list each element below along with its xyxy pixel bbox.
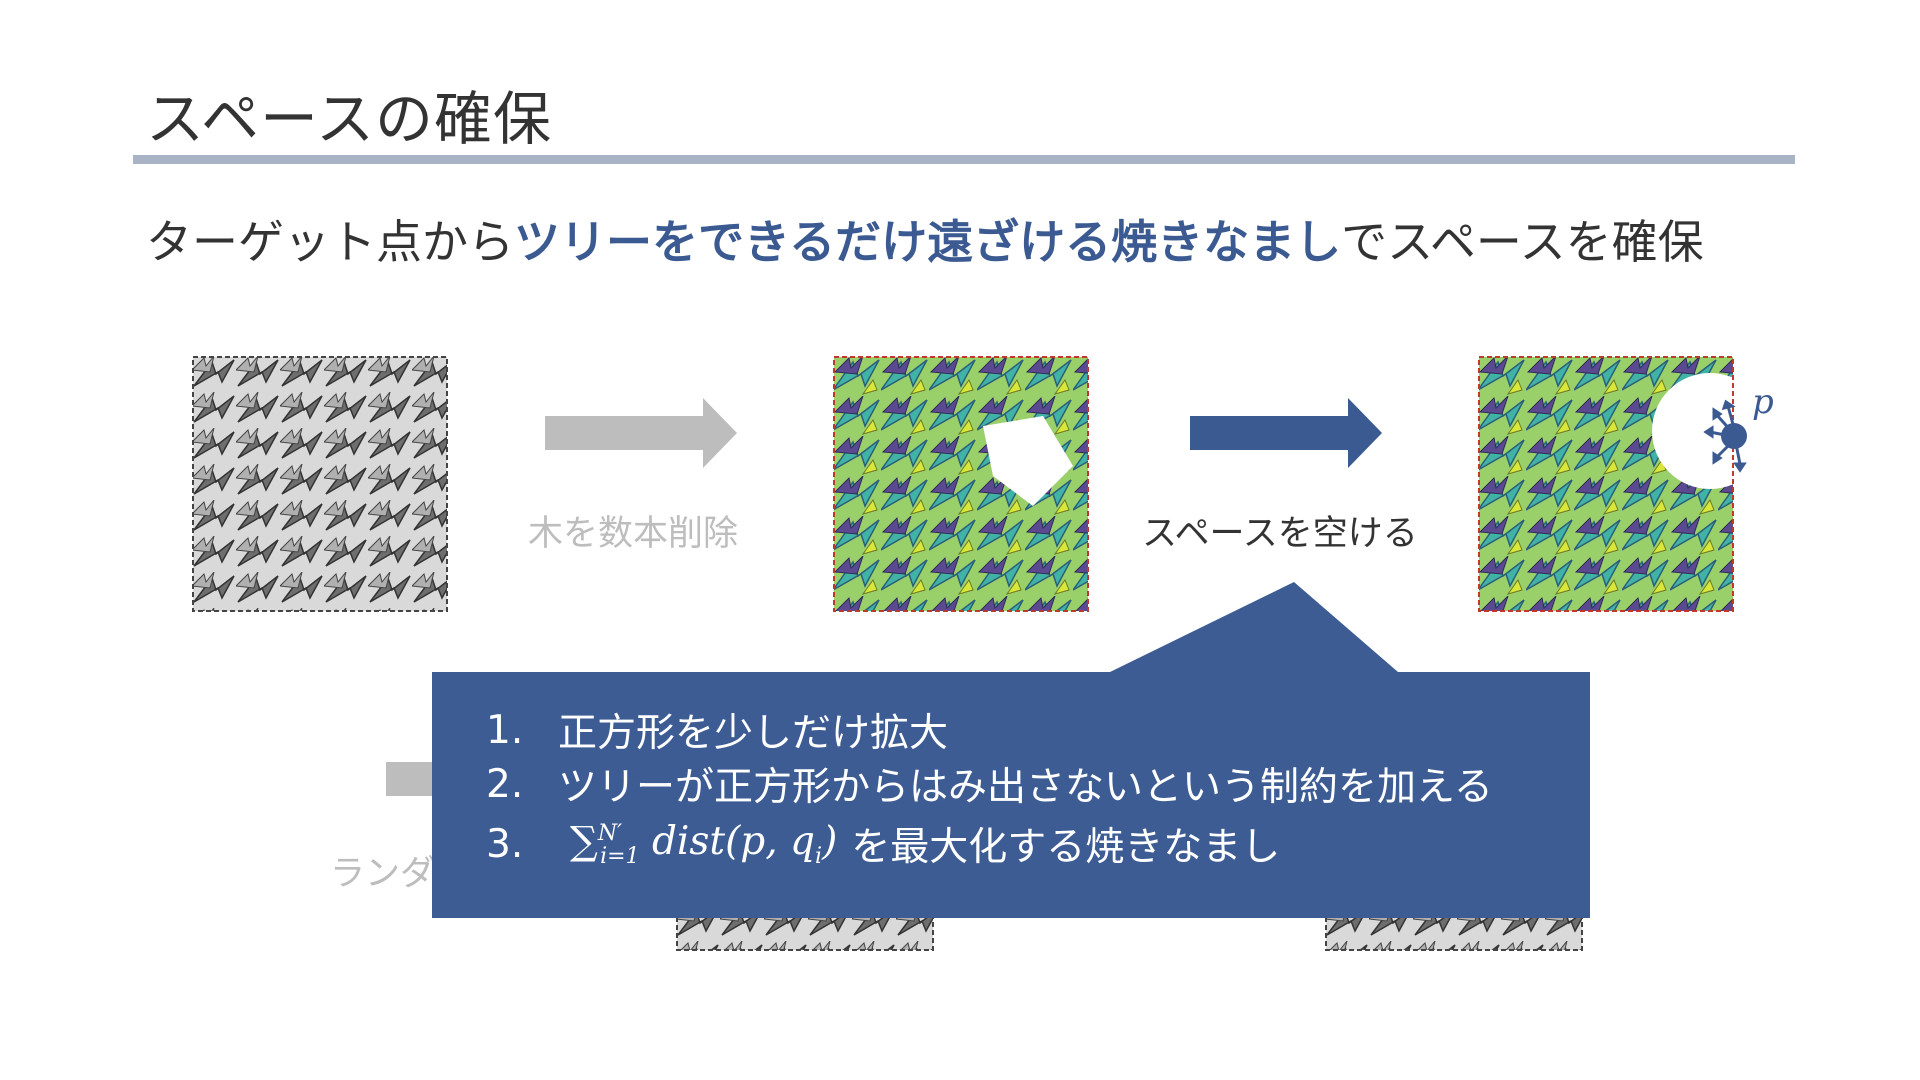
step-1-number: 1. [486,708,558,753]
step-3-number: 3. [486,822,558,867]
step-3-formula: ∑N′i=1 dist(p, qi) [570,819,837,869]
step-1-text: 正方形を少しだけ拡大 [558,702,948,758]
step-3-text: を最大化する焼きなまし [851,816,1280,872]
formula-sub: i=1 [600,844,639,869]
formula-close: ) [822,819,837,864]
formula-sum: ∑ [570,819,598,864]
formula-tail: dist(p, q [640,819,815,864]
callout-steps: 1. 正方形を少しだけ拡大 2. ツリーが正方形からはみ出さないという制約を加え… [486,703,1493,877]
step-1: 1. 正方形を少しだけ拡大 [486,703,1493,757]
step-2-text: ツリーが正方形からはみ出さないという制約を加える [558,756,1493,812]
formula-sup: N′ [598,821,622,846]
step-2-number: 2. [486,762,558,807]
step-2: 2. ツリーが正方形からはみ出さないという制約を加える [486,757,1493,811]
step-3: 3. ∑N′i=1 dist(p, qi) を最大化する焼きなまし [486,811,1493,877]
